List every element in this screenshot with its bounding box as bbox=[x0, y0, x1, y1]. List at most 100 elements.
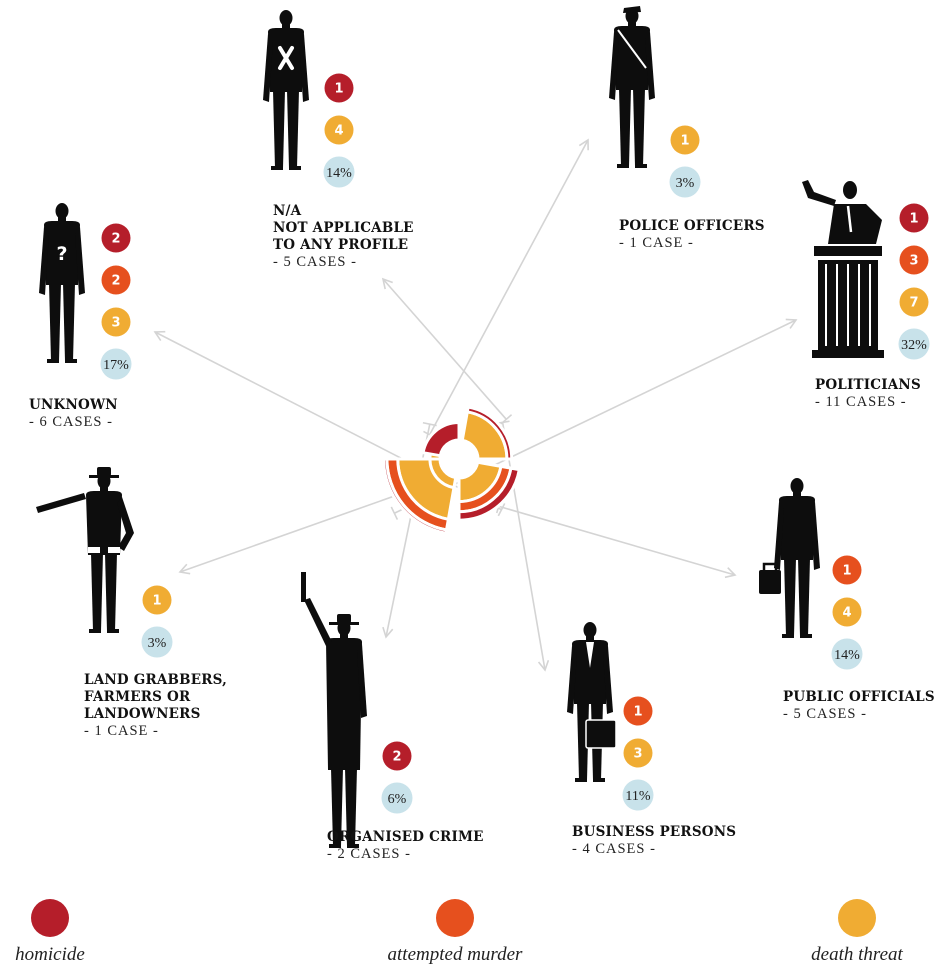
polar-sectors bbox=[382, 405, 521, 535]
badges-public: 1 4 14% bbox=[831, 555, 863, 670]
percent-label-police: 3% bbox=[676, 176, 695, 191]
percent-label-unknown: 17% bbox=[103, 358, 129, 373]
badges-crime: 26% bbox=[381, 741, 413, 814]
badge-public-attempted-murder bbox=[832, 555, 862, 585]
badge-count-politicians-homicide: 1 bbox=[909, 212, 918, 227]
badges-na: 1 4 14% bbox=[323, 73, 355, 188]
legend-label-attempted-murder: attempted murder bbox=[388, 944, 524, 965]
category-title-crime-0: ORGANISED CRIME bbox=[327, 829, 484, 845]
category-cases-politicians: - 11 CASES - bbox=[815, 394, 907, 410]
police-officer-icon bbox=[609, 6, 655, 168]
label-unknown: UNKNOWN- 6 CASES - bbox=[29, 397, 118, 430]
gangster-icon bbox=[301, 572, 367, 848]
percent-label-crime: 6% bbox=[388, 792, 407, 807]
label-business: BUSINESS PERSONS- 4 CASES - bbox=[572, 824, 736, 857]
badge-count-business-attempted-murder: 1 bbox=[633, 705, 642, 720]
arrow-public bbox=[495, 499, 737, 579]
label-politicians: POLITICIANS- 11 CASES - bbox=[815, 377, 921, 410]
percent-label-public: 14% bbox=[834, 648, 860, 663]
badge-unknown-death-threat bbox=[101, 307, 131, 337]
category-cases-land: - 1 CASE - bbox=[84, 723, 159, 739]
category-title-land-2: LANDOWNERS bbox=[84, 706, 201, 722]
category-cases-public: - 5 CASES - bbox=[783, 706, 867, 722]
label-public: PUBLIC OFFICIALS- 5 CASES - bbox=[783, 689, 935, 722]
category-title-na-1: NOT APPLICABLE bbox=[273, 220, 414, 236]
percent-circle-land bbox=[141, 626, 173, 658]
category-cases-na: - 5 CASES - bbox=[273, 254, 357, 270]
badge-count-na-homicide: 1 bbox=[334, 82, 343, 97]
politician-podium-icon bbox=[802, 180, 884, 358]
category-title-na-0: N/A bbox=[273, 203, 302, 219]
badge-business-attempted-murder bbox=[623, 696, 653, 726]
legend-label-homicide: homicide bbox=[15, 944, 85, 965]
person-question-icon: ? bbox=[39, 203, 85, 363]
percent-label-na: 14% bbox=[326, 166, 352, 181]
legend-item-homicide: homicide bbox=[15, 899, 85, 965]
badges-politicians: 1 3 7 32% bbox=[898, 203, 930, 360]
svg-text:?: ? bbox=[56, 243, 67, 265]
badge-count-police-death-threat: 1 bbox=[680, 134, 689, 149]
chart-center-hole bbox=[440, 440, 478, 478]
percent-label-land: 3% bbox=[148, 636, 167, 651]
badge-count-land-death-threat: 1 bbox=[152, 594, 161, 609]
sector-na-homicide bbox=[465, 405, 514, 461]
badge-politicians-death-threat bbox=[899, 287, 929, 317]
legend-label-death-threat: death threat bbox=[811, 944, 903, 965]
badge-count-public-attempted-murder: 1 bbox=[842, 564, 851, 579]
person-x-icon bbox=[263, 10, 309, 170]
category-title-police-0: POLICE OFFICERS bbox=[619, 218, 765, 234]
sector-politicians-homicide bbox=[382, 457, 448, 535]
badge-unknown-attempted-murder bbox=[101, 265, 131, 295]
badge-unknown-homicide bbox=[101, 223, 131, 253]
percent-label-business: 11% bbox=[625, 789, 650, 804]
category-title-politicians-0: POLITICIANS bbox=[815, 377, 921, 393]
badge-business-death-threat bbox=[623, 738, 653, 768]
legend: homicide attempted murder death threat bbox=[15, 899, 904, 965]
badge-count-politicians-attempted-murder: 3 bbox=[909, 254, 918, 269]
badge-politicians-homicide bbox=[899, 203, 929, 233]
badge-count-unknown-homicide: 2 bbox=[111, 232, 120, 247]
badge-na-death-threat bbox=[324, 115, 354, 145]
percent-circle-crime bbox=[381, 782, 413, 814]
category-title-unknown-0: UNKNOWN bbox=[29, 397, 118, 413]
badge-land-death-threat bbox=[142, 585, 172, 615]
badge-count-na-death-threat: 4 bbox=[334, 124, 343, 139]
category-cases-unknown: - 6 CASES - bbox=[29, 414, 113, 430]
percent-circle-public bbox=[831, 638, 863, 670]
badges-business: 1 3 11% bbox=[622, 696, 654, 811]
category-cases-business: - 4 CASES - bbox=[572, 841, 656, 857]
badge-count-business-death-threat: 3 bbox=[633, 747, 642, 762]
percent-circle-unknown bbox=[100, 348, 132, 380]
legend-item-death-threat: death threat bbox=[811, 899, 904, 965]
badge-count-politicians-death-threat: 7 bbox=[909, 296, 918, 311]
business-person-icon bbox=[567, 622, 617, 782]
category-title-land-1: FARMERS OR bbox=[84, 689, 191, 705]
category-title-public-0: PUBLIC OFFICIALS bbox=[783, 689, 935, 705]
badge-count-public-death-threat: 4 bbox=[842, 606, 851, 621]
label-police: POLICE OFFICERS- 1 CASE - bbox=[619, 218, 765, 251]
category-cases-police: - 1 CASE - bbox=[619, 235, 694, 251]
percent-circle-politicians bbox=[898, 328, 930, 360]
percent-circle-business bbox=[622, 779, 654, 811]
category-title-business-0: BUSINESS PERSONS bbox=[572, 824, 736, 840]
badges-land: 1 3% bbox=[141, 585, 173, 658]
percent-circle-police bbox=[669, 166, 701, 198]
badge-count-unknown-death-threat: 3 bbox=[111, 316, 120, 331]
badges-police: 1 3% bbox=[669, 125, 701, 198]
category-cases-crime: - 2 CASES - bbox=[327, 846, 411, 862]
badge-police-death-threat bbox=[670, 125, 700, 155]
category-labels: POLICE OFFICERS- 1 CASE -POLITICIANS- 11… bbox=[29, 203, 935, 862]
arrow-police bbox=[423, 138, 589, 439]
legend-swatch-attempted-murder bbox=[436, 899, 474, 937]
public-official-icon bbox=[759, 478, 820, 638]
silhouettes: ? bbox=[36, 6, 884, 848]
landowner-icon bbox=[36, 467, 134, 633]
percent-label-politicians: 32% bbox=[901, 338, 927, 353]
badge-public-death-threat bbox=[832, 597, 862, 627]
arrow-na bbox=[381, 277, 513, 425]
